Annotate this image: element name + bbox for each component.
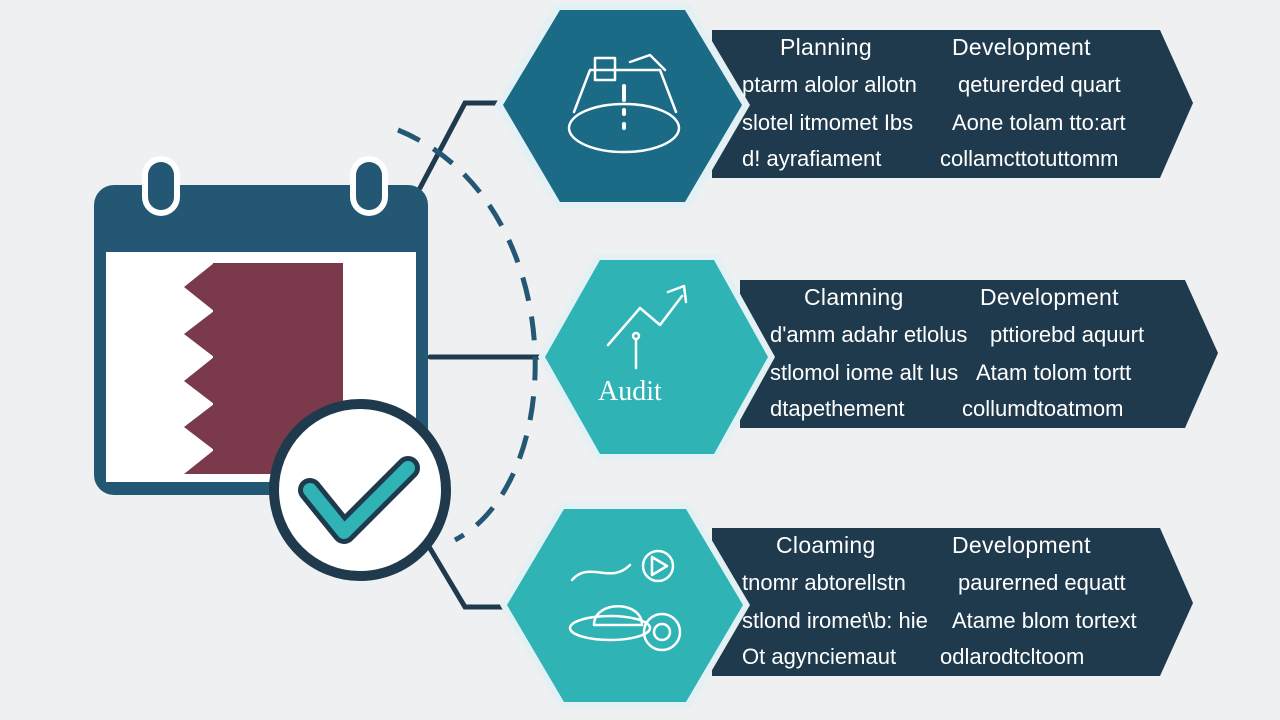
hexagon-1 [495, 4, 750, 208]
card-3-heading-left: Cloaming [776, 532, 876, 558]
card-3-line-3-right: odlarodtcltoom [940, 644, 1085, 669]
card-2-line-3-left: dtapethement [770, 396, 905, 421]
card-3-shape [712, 528, 1193, 676]
card-1-line-3-left: d! ayrafiament [742, 146, 882, 171]
dashed-arc [397, 127, 538, 543]
card-2-line-2-left: stlomol iome alt Ius [770, 360, 959, 385]
card-1-line-2-left: slotel itmomet Ibs [742, 110, 914, 135]
calendar-icon [94, 156, 451, 581]
card-3-line-3-left: Ot agynciemaut [742, 644, 897, 669]
card-2-heading-right: Development [980, 284, 1119, 310]
card-3-line-1-right: paurerned equatt [958, 570, 1126, 595]
card-2-line-3-right: collumdtoatmom [962, 396, 1124, 421]
connector-bottom [425, 542, 518, 610]
planning-construction-icon [567, 53, 681, 154]
hexagon-2 [538, 254, 775, 460]
card-2-shape [740, 280, 1218, 428]
card-1-heading-right: Development [952, 34, 1091, 60]
card-2-heading-left: Clamning [804, 284, 904, 310]
card-3-line-2-left: stlond iromet\b: hie [742, 608, 928, 633]
card-2-line-2-right: Atam tolom tortt [976, 360, 1132, 385]
hexagon-2-label: Audit [598, 376, 662, 407]
card-shapes [712, 30, 1218, 676]
card-2-line-1-left: d'amm adahr etlolus [770, 322, 968, 347]
card-1-shape [712, 30, 1193, 178]
media-play-icon [568, 549, 682, 652]
card-1-line-2-right: Aone tolam tto:art [952, 110, 1126, 135]
card-1-line-1-left: ptarm alolor allotn [742, 72, 917, 97]
checkmark-icon [269, 399, 451, 581]
card-1-heading-left: Planning [780, 34, 872, 60]
growth-arrow-icon [606, 284, 688, 370]
card-3-heading-right: Development [952, 532, 1091, 558]
card-1-line-1-right: qeturerded quart [958, 72, 1121, 97]
hexagon-3 [500, 503, 750, 708]
card-2-line-1-right: pttiorebd aquurt [990, 322, 1145, 347]
card-3-line-1-left: tnomr abtorellstn [742, 570, 906, 595]
card-1-line-3-right: collamcttotuttomm [940, 146, 1119, 171]
card-3-line-2-right: Atame blom tortext [952, 608, 1137, 633]
